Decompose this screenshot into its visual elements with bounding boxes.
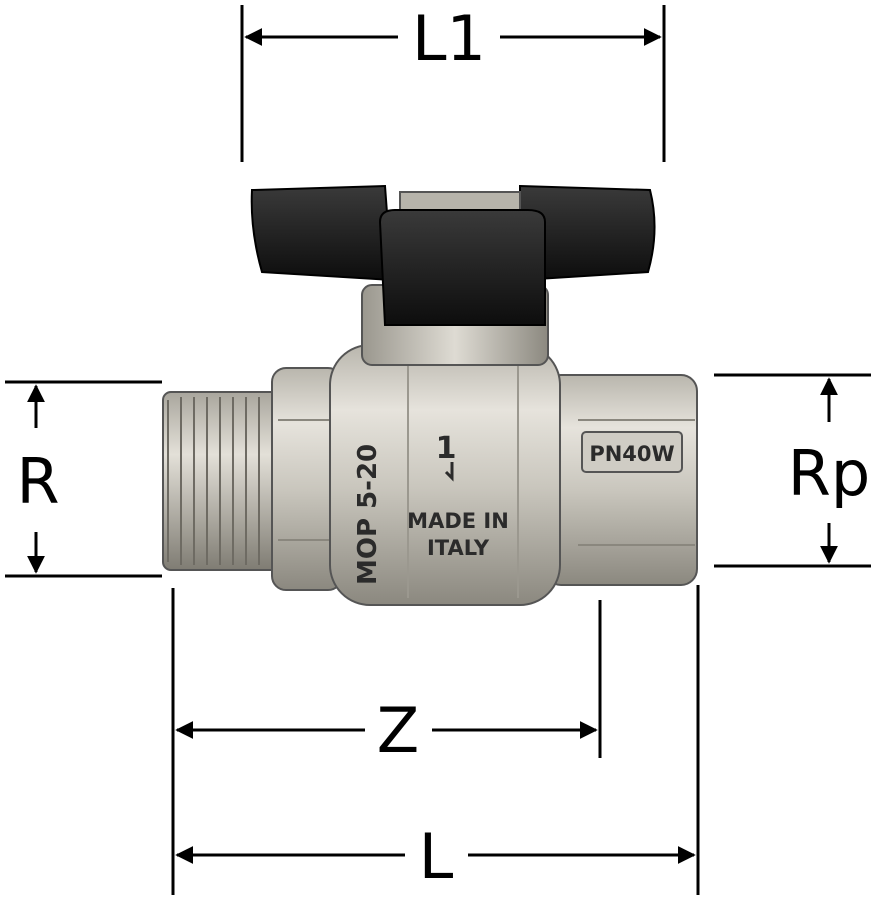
flow-arrow-icon [444,462,454,482]
rating-marking: PN40W [589,442,674,466]
dim-label-l: L [419,820,454,893]
flow-arrow-marking: 1 [436,431,457,466]
female-thread-end [544,374,698,586]
male-thread-end [162,391,280,571]
made-in-line2: ITALY [427,536,490,560]
rating-plate [581,431,683,473]
dimension-lines [5,5,871,895]
dim-label-r: R [16,445,59,518]
made-in-line1: MADE IN [407,509,509,533]
dim-label-z: Z [377,694,419,767]
dim-label-rp: Rp [788,437,870,510]
butterfly-handle[interactable] [250,184,656,326]
pressure-marking: MOP 5-20 [353,444,383,585]
valve-illustration: MOP 5-20 1 MADE IN ITALY PN40W [162,184,698,606]
dim-label-l1: L1 [412,2,486,75]
